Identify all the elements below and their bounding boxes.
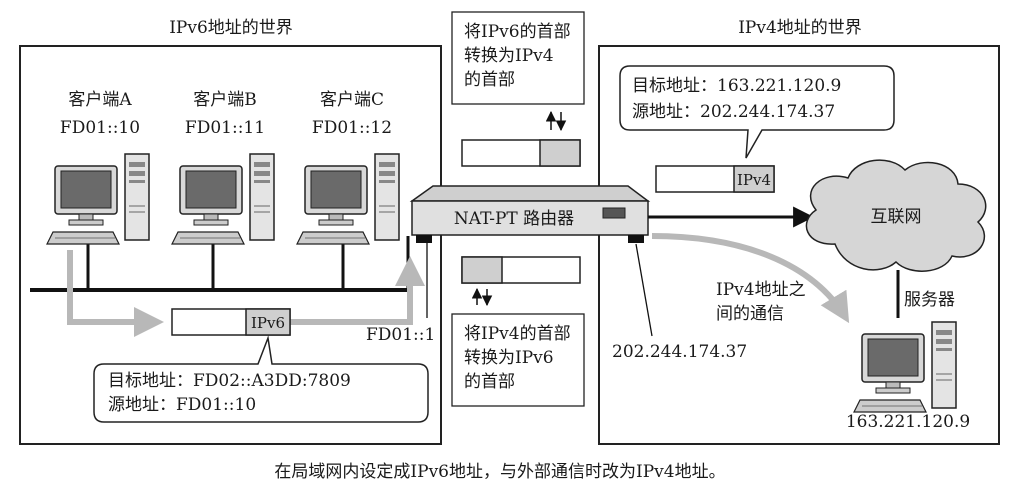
ipv6-packet-src: 源地址：FD01::10 [108,395,257,415]
server-label: 服务器 [904,290,955,310]
client-c-computer [296,153,400,245]
ipv6-world-box [19,45,442,445]
conversion-bottom-box [451,313,585,407]
client-b-computer [171,153,275,245]
conversion-top-text: 将IPv6的首部 转换为IPv4 的首部 [464,22,571,90]
router-label: NAT-PT 路由器 [453,209,575,229]
ipv6-flow-arrow-right [290,256,425,325]
ipv6-header-block [245,308,291,336]
ipv4-interface-leader [635,243,653,337]
ipv4-comm-label: IPv4地址之 间的通信 [716,280,806,324]
internet-label: 互联网 [870,207,922,227]
ipv4-header-block [733,165,775,193]
client-c-address: FD01::12 [311,118,393,138]
ipv6-packet-tag: IPv6 [250,314,286,332]
server-computer [853,321,957,413]
client-b-name: 客户端B [193,90,257,110]
conversion-bottom-text: 将IPv4的首部 转换为IPv6 的首部 [464,324,571,392]
client-b-address: FD01::11 [184,118,266,138]
client-a-name: 客户端A [68,90,132,110]
ipv6-flow-arrow-left [67,250,164,337]
ipv6-router-address: FD01::1 [366,325,436,345]
client-a-address: FD01::10 [59,118,141,138]
ipv4-callout [619,65,895,159]
conversion-top-box [451,11,585,105]
internet-cloud [805,159,987,272]
ipv6-world-title: IPv6地址的世界 [169,18,293,38]
ipv6-callout [93,335,429,423]
ipv4-world-box [598,45,1000,445]
figure-caption: 在局域网内设定成IPv6地址，与外部通信时改为IPv4地址。 [274,462,726,482]
ipv4-packet-tag: IPv4 [736,171,772,189]
ipv6-packet-dest: 目标地址：FD02::A3DD:7809 [108,371,351,391]
server-address: 163.221.120.9 [845,412,971,432]
ipv4-packet-src: 源地址：202.244.174.37 [632,102,836,122]
client-a-computer [46,153,150,245]
ipv4-flow-arrow [651,233,850,324]
ipv4-router-address: 202.244.174.37 [612,342,748,362]
ipv4-world-title: IPv4地址的世界 [738,18,862,38]
ipv4-packet-dest: 目标地址：163.221.120.9 [632,76,842,96]
client-c-name: 客户端C [319,90,385,110]
